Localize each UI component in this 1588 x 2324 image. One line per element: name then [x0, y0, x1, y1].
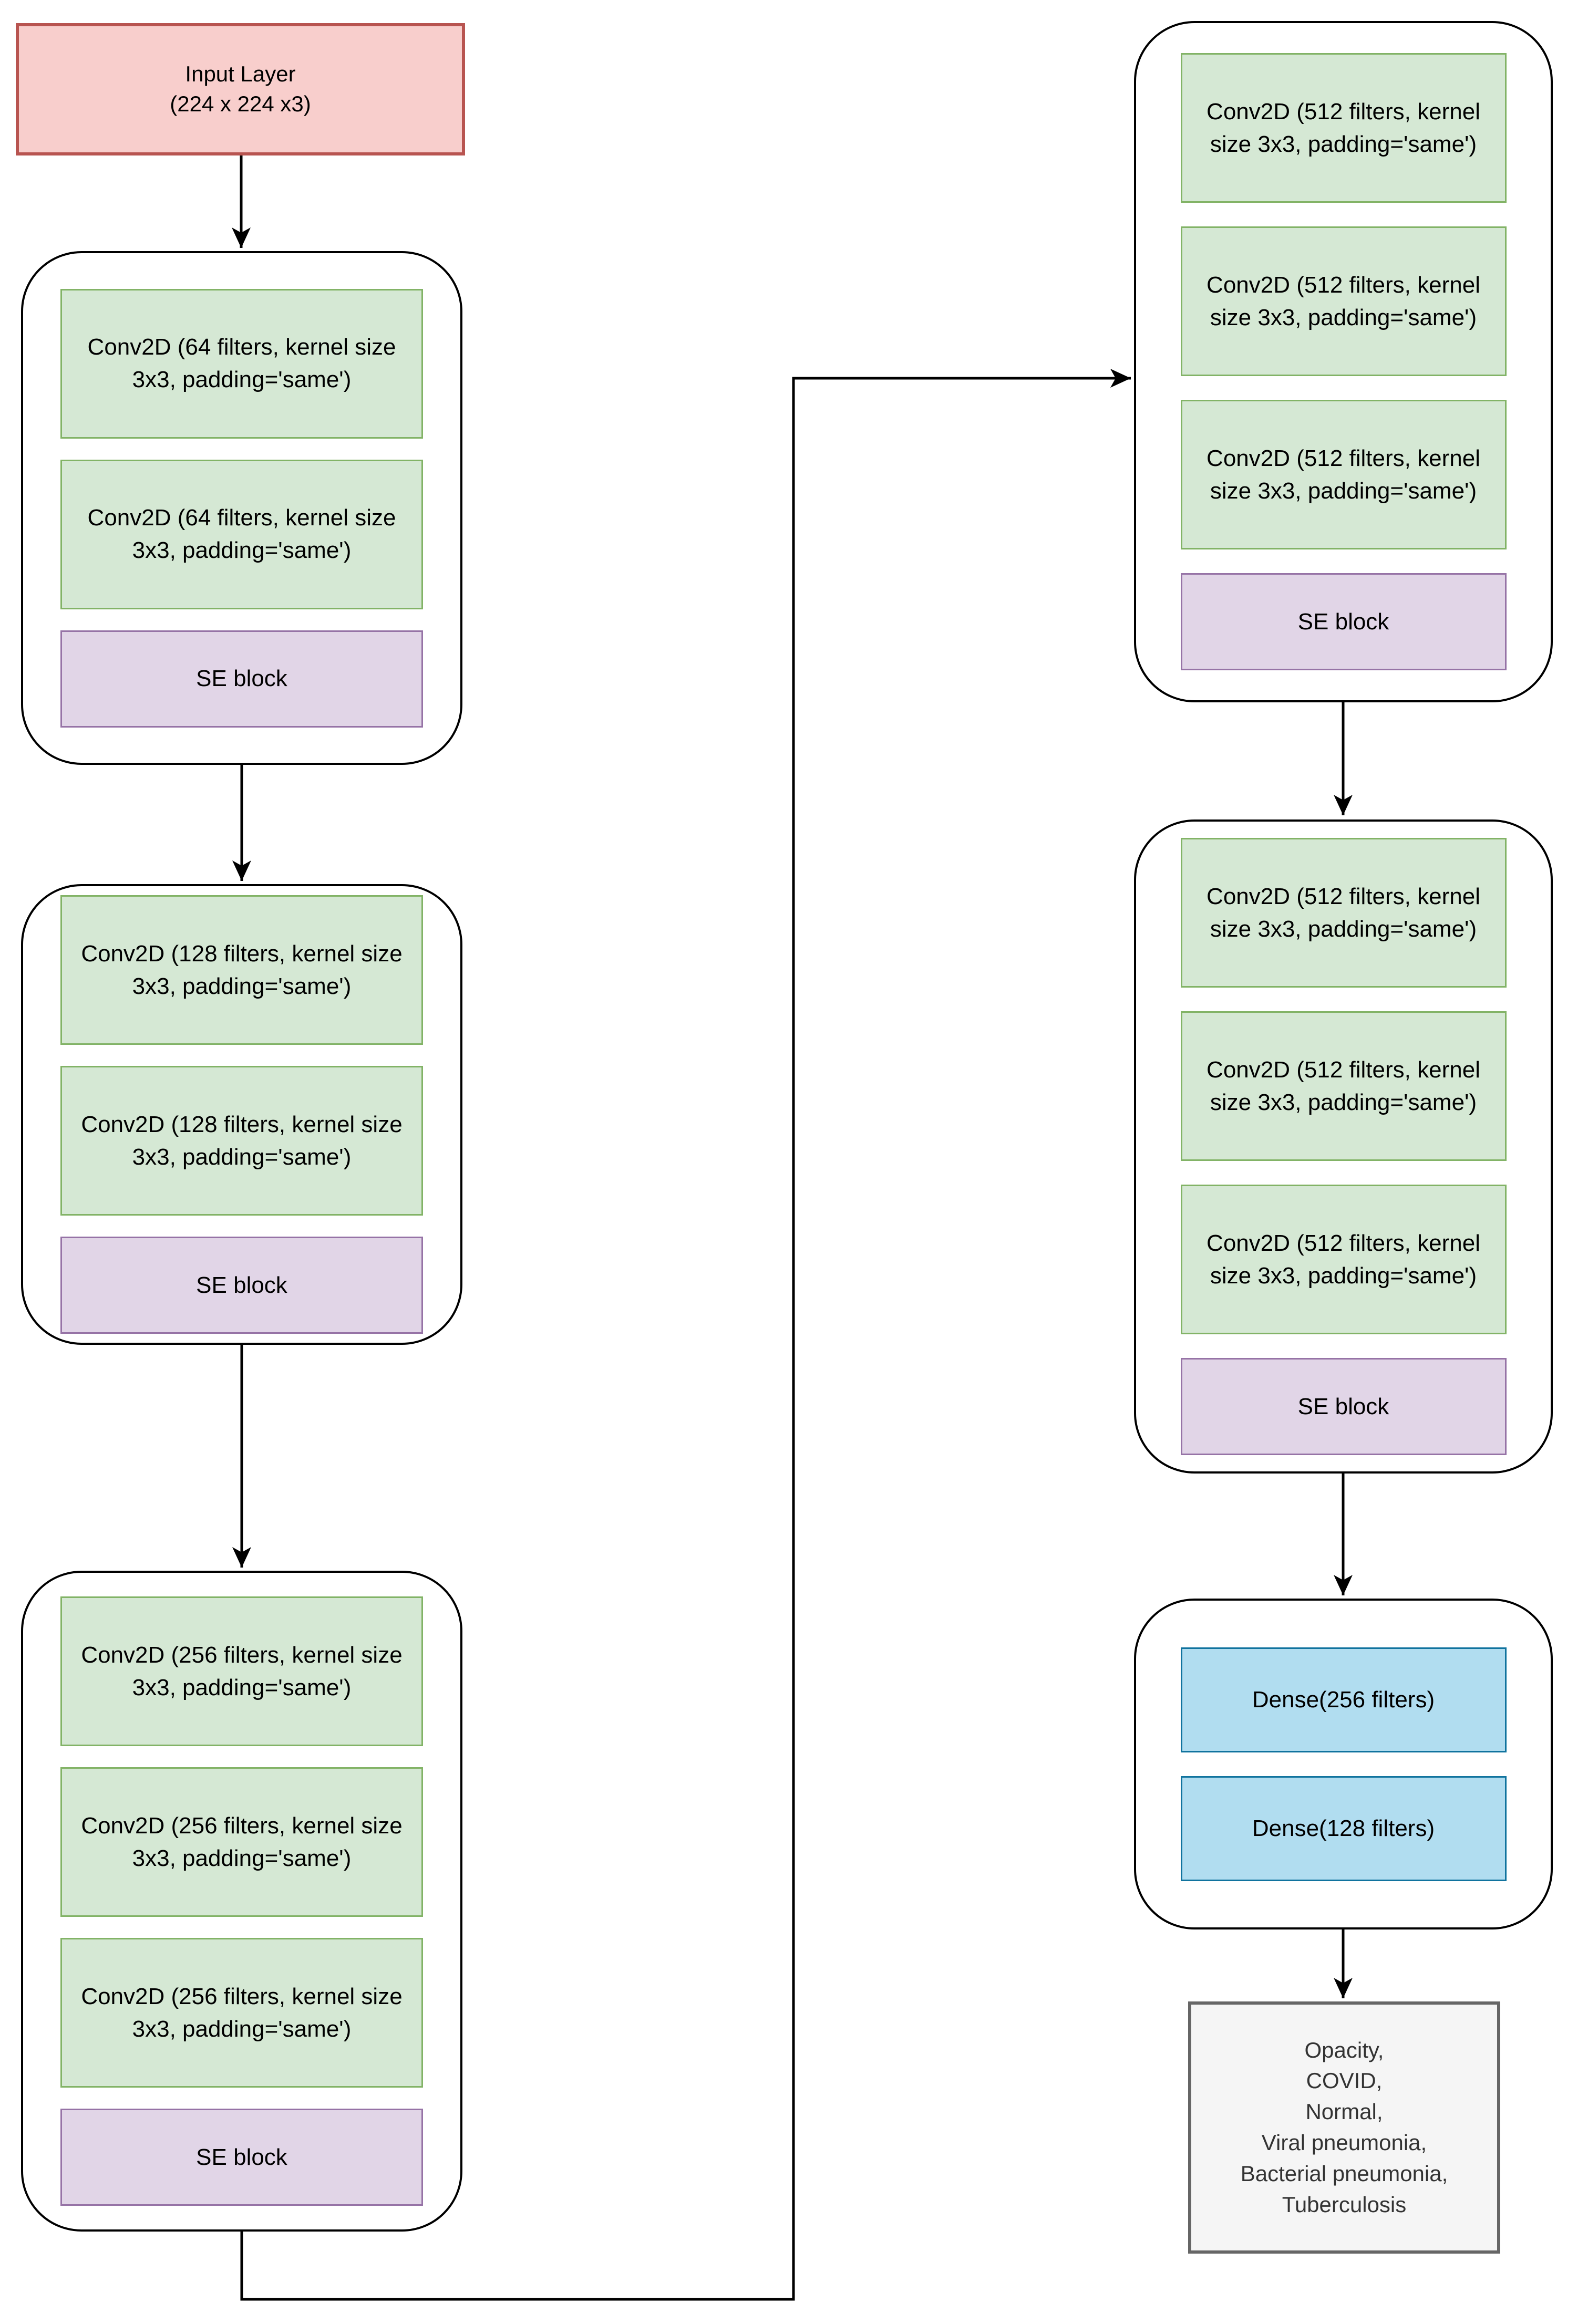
se-block-box: SE block [60, 1237, 423, 1334]
conv-block-5-group: Conv2D (512 filters, kernel size 3x3, pa… [1134, 819, 1553, 1474]
conv-block-4-group: Conv2D (512 filters, kernel size 3x3, pa… [1134, 21, 1553, 702]
conv2d-box: Conv2D (512 filters, kernel size 3x3, pa… [1180, 1185, 1507, 1334]
output-classes-box: Opacity, COVID, Normal, Viral pneumonia,… [1188, 2001, 1500, 2254]
conv2d-box: Conv2D (64 filters, kernel size 3x3, pad… [60, 288, 423, 439]
conv2d-box: Conv2D (512 filters, kernel size 3x3, pa… [1180, 226, 1507, 376]
se-block-box: SE block [1180, 573, 1507, 670]
conv-block-2-group: Conv2D (128 filters, kernel size 3x3, pa… [21, 884, 462, 1345]
se-block-box: SE block [1180, 1358, 1507, 1455]
conv2d-box: Conv2D (512 filters, kernel size 3x3, pa… [1180, 838, 1507, 988]
conv2d-box: Conv2D (128 filters, kernel size 3x3, pa… [60, 895, 423, 1045]
se-block-box: SE block [60, 630, 423, 728]
conv2d-box: Conv2D (256 filters, kernel size 3x3, pa… [60, 1938, 423, 2088]
conv-block-3-group: Conv2D (256 filters, kernel size 3x3, pa… [21, 1571, 462, 2232]
dense-box: Dense(256 filters) [1180, 1647, 1507, 1752]
dense-group: Dense(256 filters) Dense(128 filters) [1134, 1599, 1553, 1929]
conv2d-box: Conv2D (512 filters, kernel size 3x3, pa… [1180, 1011, 1507, 1161]
conv-block-1-group: Conv2D (64 filters, kernel size 3x3, pad… [21, 251, 462, 765]
arrow-block3-to-block4 [240, 369, 1131, 2301]
input-layer-box: Input Layer (224 x 224 x3) [16, 23, 465, 155]
conv2d-box: Conv2D (256 filters, kernel size 3x3, pa… [60, 1767, 423, 1917]
dense-box: Dense(128 filters) [1180, 1776, 1507, 1881]
se-block-box: SE block [60, 2109, 423, 2206]
conv2d-box: Conv2D (512 filters, kernel size 3x3, pa… [1180, 53, 1507, 203]
conv2d-box: Conv2D (64 filters, kernel size 3x3, pad… [60, 459, 423, 609]
conv2d-box: Conv2D (256 filters, kernel size 3x3, pa… [60, 1596, 423, 1746]
conv2d-box: Conv2D (512 filters, kernel size 3x3, pa… [1180, 400, 1507, 549]
conv2d-box: Conv2D (128 filters, kernel size 3x3, pa… [60, 1066, 423, 1216]
